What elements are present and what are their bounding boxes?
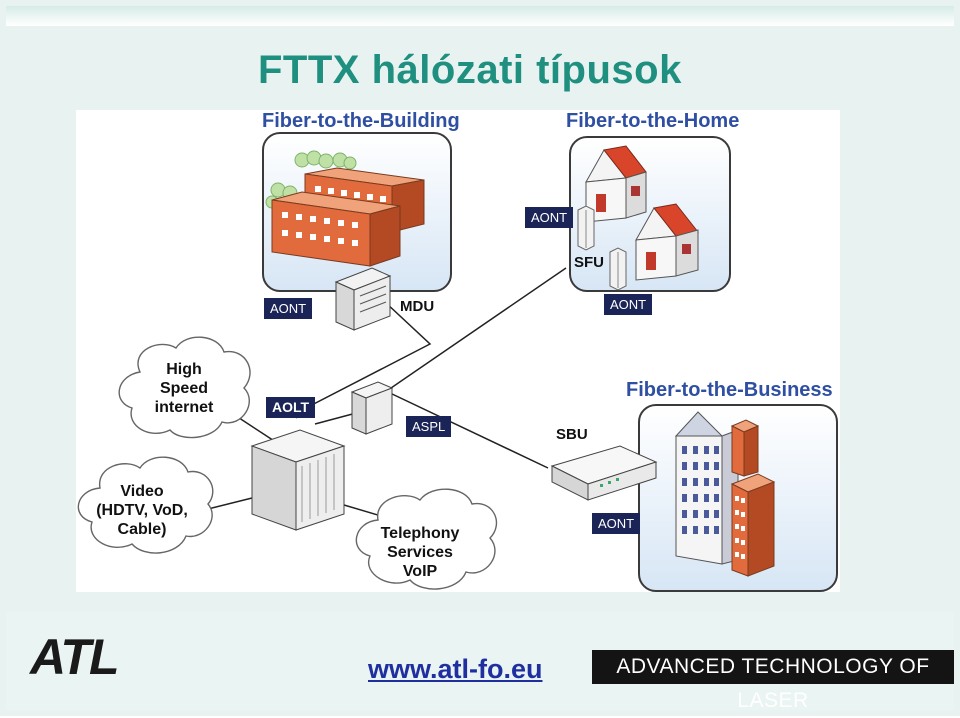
aspl-splitter-icon <box>350 381 394 435</box>
building-front-icon <box>271 191 401 267</box>
ftth-label: Fiber-to-the-Home <box>566 110 740 132</box>
sbu-label: SBU <box>556 426 588 443</box>
office-tower-tall-icon <box>674 411 739 565</box>
aont-tag-business: AONT <box>592 513 641 534</box>
mdu-label: MDU <box>400 298 435 315</box>
slide-title: FTTX hálózati típusok <box>258 48 682 92</box>
mdu-device-icon <box>334 267 392 331</box>
fttb-label: Fiber-to-the-Building <box>262 110 460 132</box>
sfu-unit-1-icon <box>577 205 595 251</box>
atl-logo-text: ATL <box>30 629 119 685</box>
aolt-rack-icon <box>250 429 346 531</box>
aont-tag-fttb: AONT <box>264 298 313 319</box>
fttbiz-label: Fiber-to-the-Business <box>626 379 833 401</box>
house-1-icon <box>585 145 647 223</box>
house-2-icon <box>635 203 699 281</box>
sfu-label: SFU <box>574 254 604 271</box>
aspl-tag: ASPL <box>406 416 452 437</box>
office-tower-brick-back-icon <box>730 419 760 477</box>
cloud-telephony-icon <box>355 488 498 590</box>
website-link[interactable]: www.atl-fo.eu <box>368 654 543 684</box>
trees-icon <box>265 150 357 209</box>
aont-tag-ftth-bottom: AONT <box>604 294 653 315</box>
cloud-video-text: Video(HDTV, VoD,Cable) <box>96 483 188 538</box>
office-tower-brick-front-icon <box>730 473 776 577</box>
aolt-tag: AOLT <box>266 397 316 418</box>
sbu-link-line <box>389 392 549 469</box>
sbu-device-icon <box>550 445 658 501</box>
aont-tag-ftth-top: AONT <box>525 207 574 228</box>
video-link-line <box>203 497 253 511</box>
company-name-banner: ADVANCED TECHNOLOGY OF LASER <box>592 650 954 712</box>
sfu-unit-2-icon <box>609 247 627 291</box>
cloud-internet-icon <box>118 336 251 439</box>
cloud-video-icon <box>77 456 214 554</box>
slide-top-band <box>6 6 954 26</box>
